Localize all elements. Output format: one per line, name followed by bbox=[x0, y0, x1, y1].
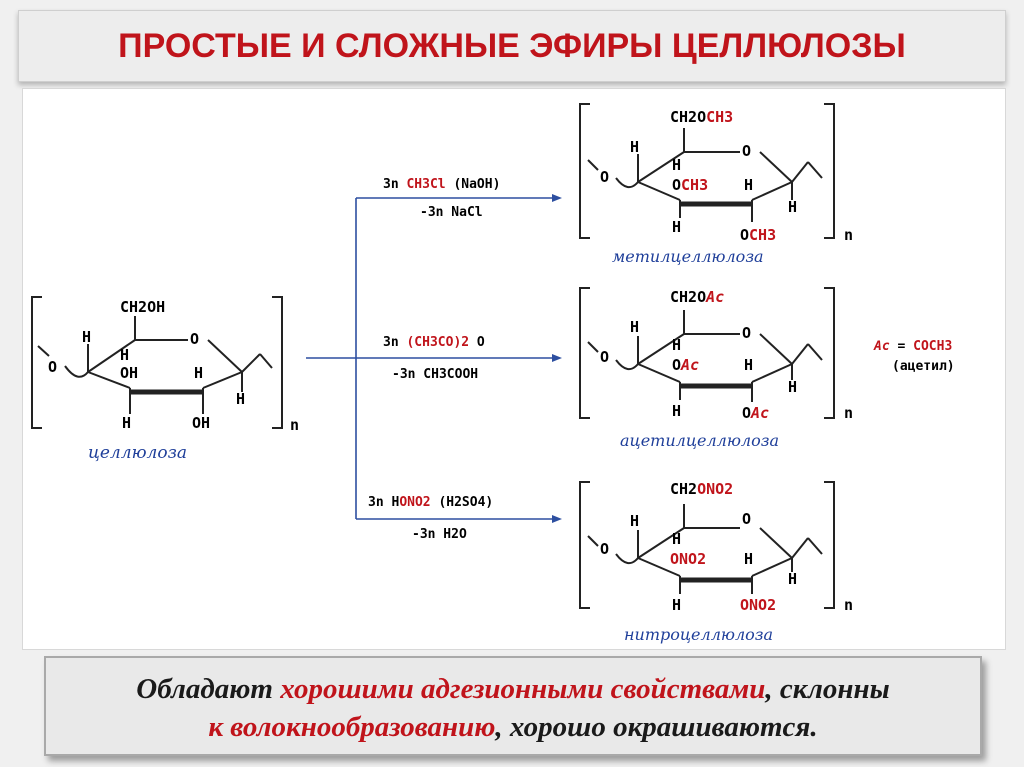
svg-text:(ацетил): (ацетил) bbox=[892, 359, 955, 374]
svg-text:3n (CH3CO)2 O: 3n (CH3CO)2 O bbox=[383, 335, 485, 350]
cellulose-h-c4: H bbox=[120, 346, 129, 364]
svg-text:-3n CH3COOH: -3n CH3COOH bbox=[392, 367, 478, 382]
cellulose-label: целлюлоза bbox=[88, 443, 187, 463]
reaction-2-conditions: 3n (CH3CO)2 O -3n CH3COOH bbox=[383, 335, 485, 382]
svg-text:H: H bbox=[630, 138, 639, 156]
svg-text:H: H bbox=[672, 156, 681, 174]
svg-text:H: H bbox=[672, 336, 681, 354]
svg-text:H: H bbox=[744, 356, 753, 374]
page-title: ПРОСТЫЕ И СЛОЖНЫЕ ЭФИРЫ ЦЕЛЛЮЛОЗЫ bbox=[118, 27, 906, 65]
svg-text:H: H bbox=[672, 596, 681, 614]
svg-text:n: n bbox=[844, 404, 853, 422]
arrow-heads bbox=[552, 194, 562, 523]
svg-text:H: H bbox=[630, 512, 639, 530]
cellulose-structure: CH2OH O O H H OH H H H OH n целлюлоза bbox=[31, 296, 299, 463]
svg-text:Ac = COCH3: Ac = COCH3 bbox=[873, 339, 952, 354]
svg-text:H: H bbox=[672, 402, 681, 420]
svg-text:3n CH3Cl (NaOH): 3n CH3Cl (NaOH) bbox=[383, 177, 500, 192]
cellulose-oh-c2-low: OH bbox=[192, 414, 210, 432]
svg-text:OAc: OAc bbox=[672, 356, 699, 374]
svg-text:CH2OCH3: CH2OCH3 bbox=[670, 108, 733, 126]
cellulose-oh-c3: OH bbox=[120, 364, 138, 382]
svg-text:O: O bbox=[600, 540, 609, 558]
title-bar: ПРОСТЫЕ И СЛОЖНЫЕ ЭФИРЫ ЦЕЛЛЮЛОЗЫ bbox=[18, 10, 1006, 82]
svg-text:-3n NaCl: -3n NaCl bbox=[420, 205, 483, 220]
svg-text:H: H bbox=[672, 218, 681, 236]
svg-text:H: H bbox=[788, 570, 797, 588]
svg-text:CH2ONO2: CH2ONO2 bbox=[670, 480, 733, 498]
svg-text:ONO2: ONO2 bbox=[740, 596, 776, 614]
svg-text:H: H bbox=[630, 318, 639, 336]
svg-text:n: n bbox=[844, 596, 853, 614]
svg-text:H: H bbox=[788, 198, 797, 216]
properties-box: Обладают хорошими адгезионными свойствам… bbox=[44, 656, 982, 756]
acetylcellulose-label: ацетилцеллюлоза bbox=[620, 431, 779, 450]
cellulose-h-c1: H bbox=[236, 390, 245, 408]
reaction-1-conditions: 3n CH3Cl (NaOH) -3n NaCl bbox=[383, 177, 500, 220]
properties-text: Обладают хорошими адгезионными свойствам… bbox=[136, 673, 890, 743]
svg-text:O: O bbox=[742, 142, 751, 160]
svg-text:H: H bbox=[744, 550, 753, 568]
svg-text:CH2OAc: CH2OAc bbox=[670, 288, 724, 306]
svg-text:3n HONO2 (H2SO4): 3n HONO2 (H2SO4) bbox=[368, 495, 493, 510]
svg-text:-3n H2O: -3n H2O bbox=[412, 527, 467, 542]
cellulose-ring-oxygen: O bbox=[190, 330, 199, 348]
svg-text:H: H bbox=[672, 530, 681, 548]
svg-text:O: O bbox=[742, 324, 751, 342]
cellulose-ch2oh: CH2OH bbox=[120, 298, 165, 316]
svg-text:O: O bbox=[600, 168, 609, 186]
reaction-3-conditions: 3n HONO2 (H2SO4) -3n H2O bbox=[368, 495, 493, 542]
svg-text:OCH3: OCH3 bbox=[740, 226, 776, 244]
product-methylcellulose: CH2OCH3 O O H H OCH3 H H H OCH3 n метилц… bbox=[579, 103, 853, 266]
product-nitrocellulose: CH2ONO2 O O H H ONO2 H H H ONO2 n нитроц… bbox=[579, 480, 853, 644]
scheme-panel bbox=[22, 88, 1006, 650]
nitrocellulose-label: нитроцеллюлоза bbox=[624, 625, 773, 644]
reaction-arrows bbox=[306, 197, 556, 520]
cellulose-glycosidic-oxygen: O bbox=[48, 358, 57, 376]
svg-text:H: H bbox=[744, 176, 753, 194]
svg-text:OCH3: OCH3 bbox=[672, 176, 708, 194]
svg-text:ONO2: ONO2 bbox=[670, 550, 706, 568]
cellulose-n: n bbox=[290, 416, 299, 434]
svg-text:n: n bbox=[844, 226, 853, 244]
acetyl-definition: Ac = COCH3 (ацетил) bbox=[873, 339, 955, 374]
methylcellulose-label: метилцеллюлоза bbox=[612, 247, 764, 266]
svg-text:H: H bbox=[788, 378, 797, 396]
product-acetylcellulose: CH2OAc O O H H OAc H H H OAc n ацетилцел… bbox=[579, 287, 853, 450]
svg-text:O: O bbox=[600, 348, 609, 366]
svg-text:O: O bbox=[742, 510, 751, 528]
cellulose-h-c2: H bbox=[194, 364, 203, 382]
cellulose-h-left: H bbox=[82, 328, 91, 346]
cellulose-h-c3-low: H bbox=[122, 414, 131, 432]
svg-text:OAc: OAc bbox=[742, 404, 769, 422]
